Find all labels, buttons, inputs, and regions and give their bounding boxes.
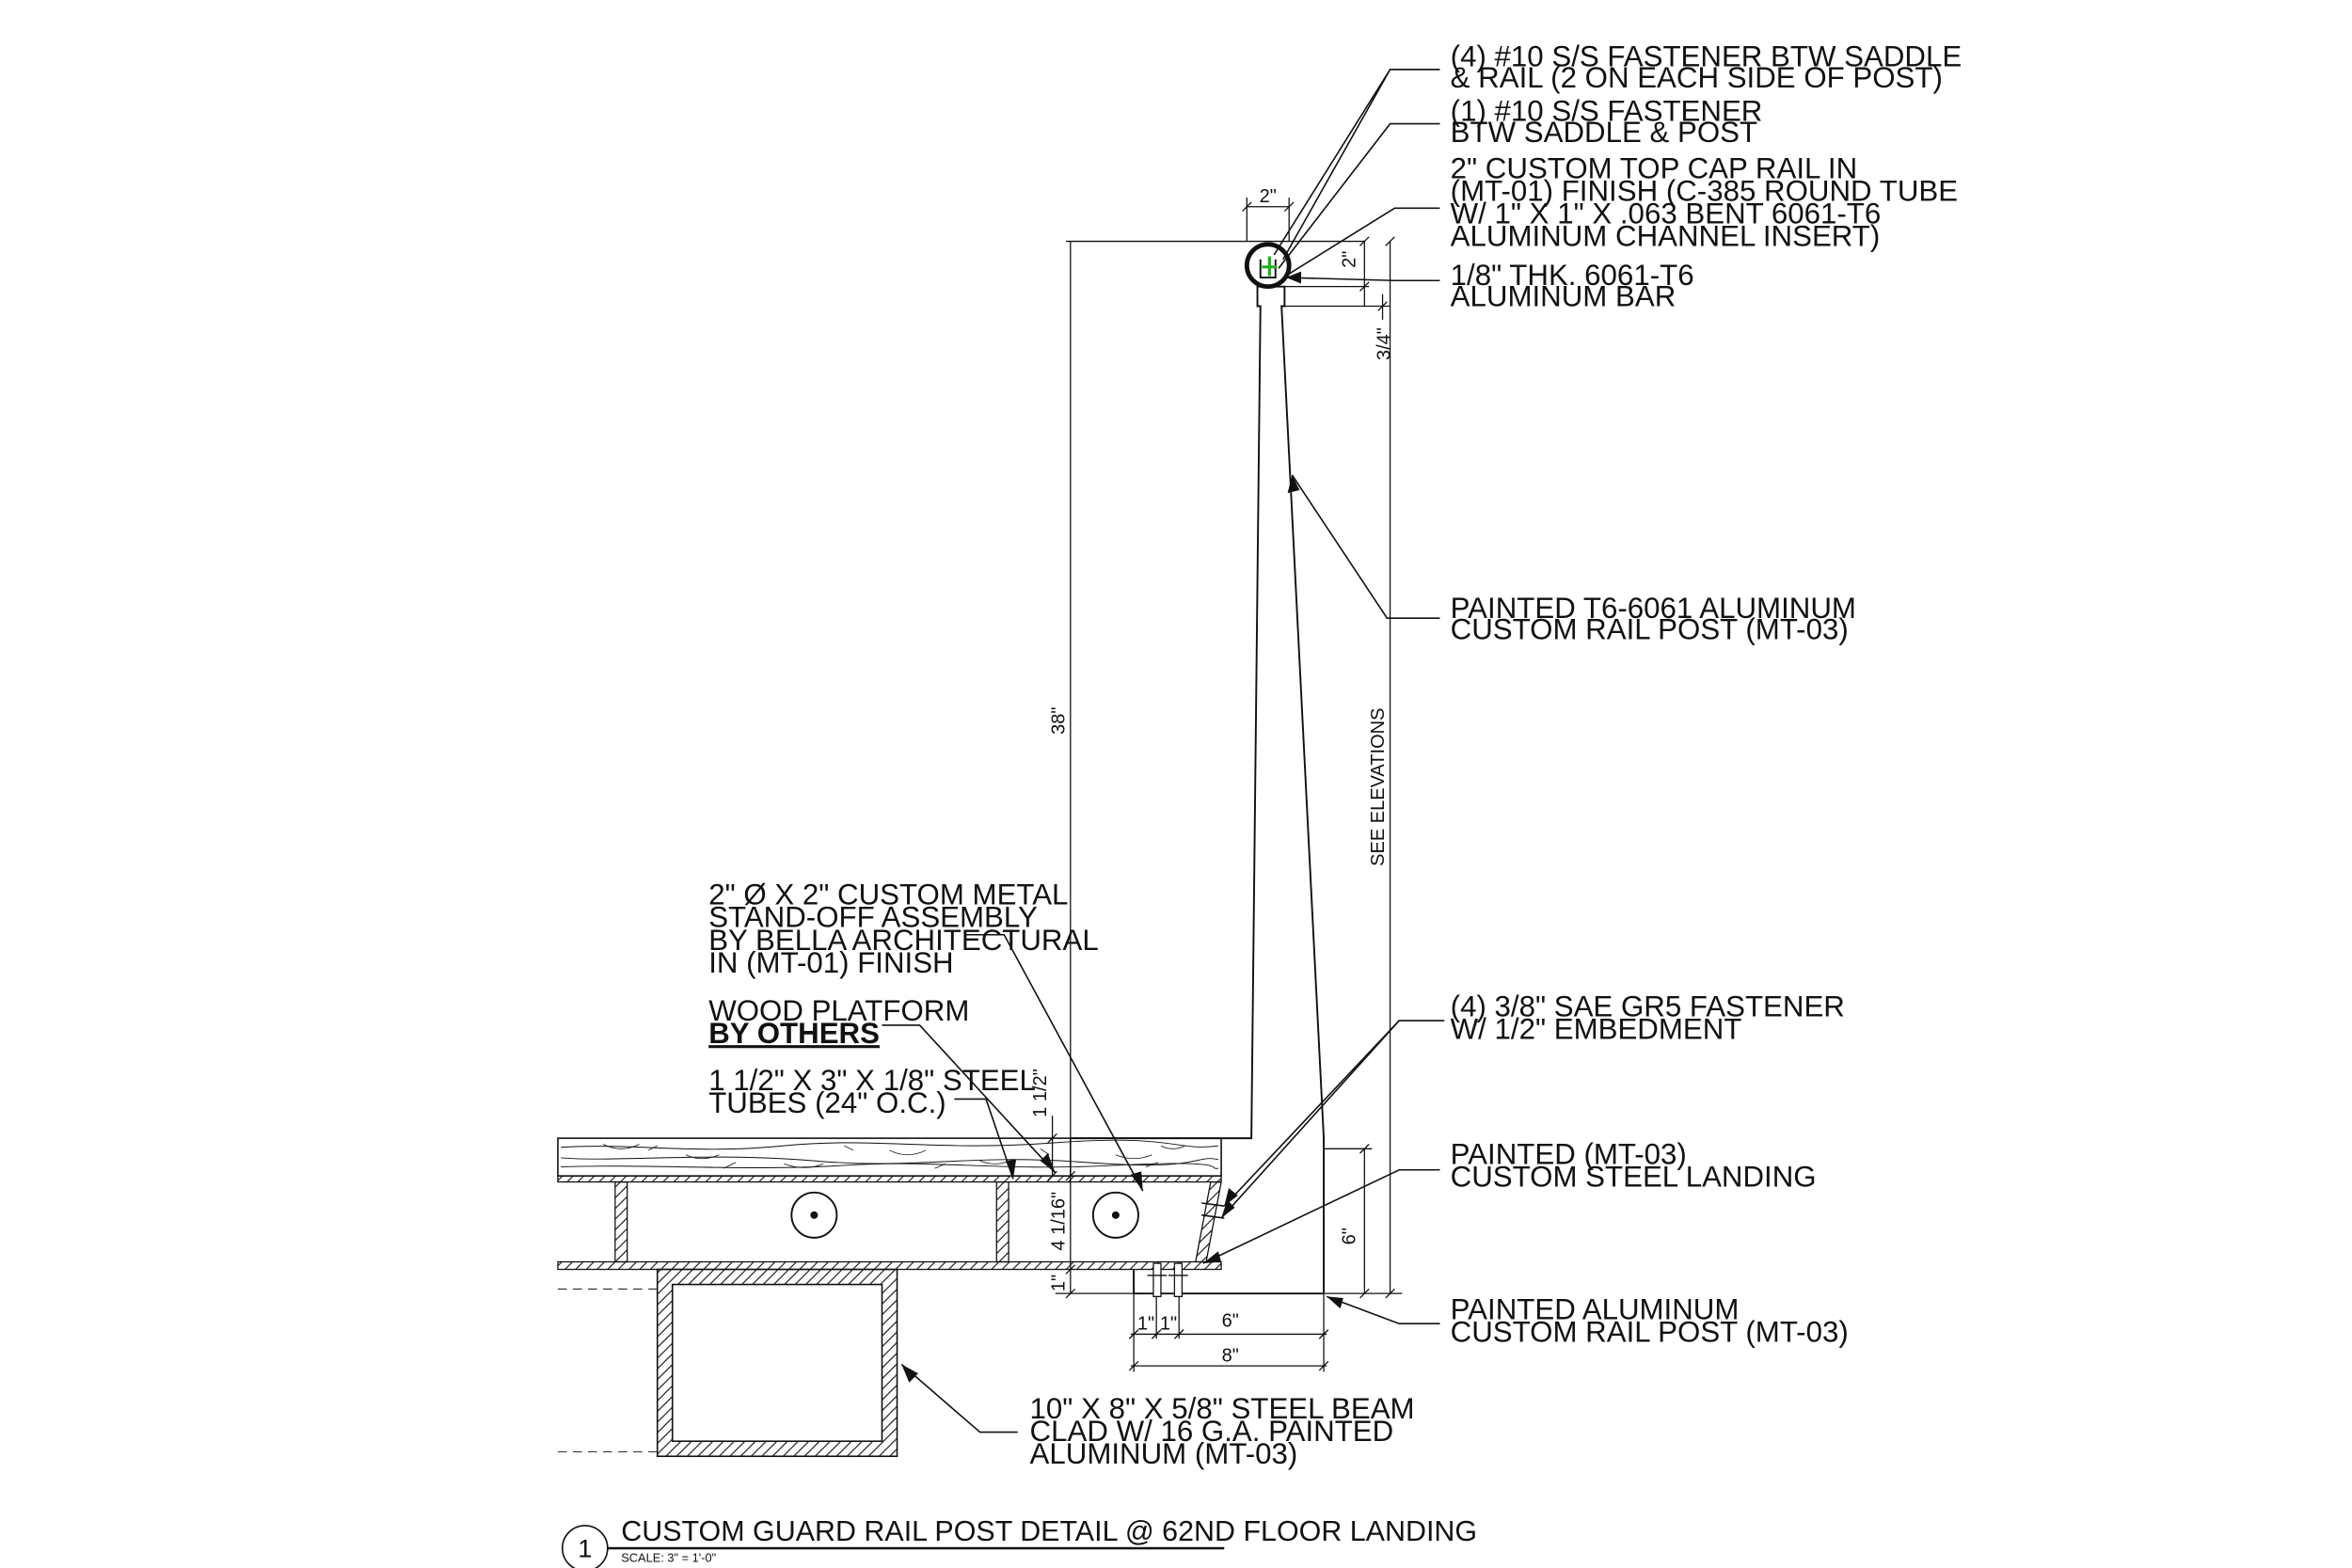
by-others-label: BY OTHERS — [708, 1017, 880, 1050]
callout-sae-fastener: (4) 3/8" SAE GR5 FASTENER W/ 1/2" EMBEDM… — [1451, 990, 1845, 1045]
callout-wood-platform: WOOD PLATFORM BY OTHERS — [708, 994, 969, 1050]
dim-tube-depth: 4 1/16" — [1048, 1192, 1069, 1251]
leader-lines — [882, 69, 1445, 1433]
callout-top-cap: 2" CUSTOM TOP CAP RAIL IN (MT-01) FINISH… — [1451, 151, 1958, 252]
standoff-left — [790, 1191, 838, 1239]
callout-alum-bar: 1/8" THK. 6061-T6 ALUMINUM BAR — [1451, 259, 1694, 312]
callout-steel-tubes: 1 1/2" X 3" X 1/8" STEEL TUBES (24" O.C.… — [708, 1064, 1036, 1119]
wood-platform — [557, 1137, 1222, 1177]
svg-text:(1) #10 S/S FASTENER: (1) #10 S/S FASTENER — [1451, 94, 1763, 127]
dim-cap-width: 2" — [1260, 186, 1277, 207]
svg-text:(MT-01) FINISH (C-385 ROUND TU: (MT-01) FINISH (C-385 ROUND TUBE — [1451, 174, 1958, 207]
dim-base-8: 8" — [1222, 1345, 1239, 1366]
svg-text:ALUMINUM (MT-03): ALUMINUM (MT-03) — [1030, 1437, 1298, 1470]
svg-text:2" Ø X 2" CUSTOM METAL: 2" Ø X 2" CUSTOM METAL — [708, 879, 1068, 911]
svg-text:ALUMINUM CHANNEL INSERT): ALUMINUM CHANNEL INSERT) — [1451, 219, 1881, 252]
svg-text:TUBES (24" O.C.): TUBES (24" O.C.) — [708, 1086, 946, 1119]
dim-cap-height: 2" — [1340, 251, 1360, 268]
svg-text:BTW SADDLE & POST: BTW SADDLE & POST — [1451, 116, 1757, 149]
callout-steel-beam: 10" X 8" X 5/8" STEEL BEAM CLAD W/ 16 G.… — [1030, 1392, 1415, 1470]
dim-see-elevations: SEE ELEVATIONS — [1368, 708, 1389, 866]
detail-scale: SCALE: 3" = 1'-0" — [621, 1550, 716, 1564]
svg-text:(4) 3/8" SAE GR5 FASTENER: (4) 3/8" SAE GR5 FASTENER — [1451, 990, 1845, 1022]
dim-bolt-1: 1" — [1137, 1314, 1154, 1335]
svg-text:CUSTOM RAIL POST (MT-03): CUSTOM RAIL POST (MT-03) — [1451, 613, 1849, 646]
svg-text:1 1/2" X 3" X 1/8" STEEL: 1 1/2" X 3" X 1/8" STEEL — [708, 1064, 1036, 1097]
svg-text:CUSTOM RAIL POST (MT-03): CUSTOM RAIL POST (MT-03) — [1451, 1315, 1849, 1348]
callout-standoff: 2" Ø X 2" CUSTOM METAL STAND-OFF ASSEMBL… — [708, 879, 1099, 979]
dim-base-height: 6" — [1340, 1227, 1360, 1244]
anchor-bolts — [1147, 1202, 1225, 1298]
callout-alum-post: PAINTED ALUMINUM CUSTOM RAIL POST (MT-03… — [1451, 1292, 1849, 1348]
dim-bolt-2: 1" — [1160, 1314, 1177, 1335]
leader-arrowheads — [901, 271, 1343, 1383]
callout-top-fasteners: (4) #10 S/S FASTENER BTW SADDLE & RAIL (… — [1451, 40, 1963, 94]
svg-text:WOOD PLATFORM: WOOD PLATFORM — [708, 994, 969, 1027]
steel-landing — [557, 1175, 1222, 1452]
svg-text:W/ 1/2" EMBEDMENT: W/ 1/2" EMBEDMENT — [1451, 1012, 1742, 1045]
dim-platform-thk: 1 1/2" — [1030, 1069, 1051, 1117]
dim-landing-gap: 1" — [1048, 1275, 1069, 1291]
dimension-lines — [1047, 198, 1403, 1372]
svg-text:& RAIL (2 ON EACH SIDE OF POST: & RAIL (2 ON EACH SIDE OF POST) — [1451, 61, 1943, 94]
dimension-labels: 2" 2" 3/4" 38" SEE ELEVATIONS 1 1/2" 4 1… — [1030, 186, 1394, 1366]
dim-cap-offset: 3/4" — [1375, 327, 1395, 360]
svg-text:CUSTOM STEEL LANDING: CUSTOM STEEL LANDING — [1451, 1160, 1817, 1193]
svg-text:ALUMINUM BAR: ALUMINUM BAR — [1451, 279, 1677, 312]
standoff-right — [1091, 1191, 1139, 1239]
svg-text:1/8" THK. 6061-T6: 1/8" THK. 6061-T6 — [1451, 259, 1694, 292]
top-cap-rail — [1244, 242, 1292, 290]
svg-text:CLAD W/ 16 G.A. PAINTED: CLAD W/ 16 G.A. PAINTED — [1030, 1415, 1394, 1448]
title-block: 1 CUSTOM GUARD RAIL POST DETAIL @ 62ND F… — [561, 1515, 1477, 1568]
svg-text:W/ 1" X 1" X .063 BENT 6061-T6: W/ 1" X 1" X .063 BENT 6061-T6 — [1451, 197, 1882, 230]
svg-text:PAINTED ALUMINUM: PAINTED ALUMINUM — [1451, 1292, 1740, 1325]
svg-text:10" X 8" X 5/8" STEEL BEAM: 10" X 8" X 5/8" STEEL BEAM — [1030, 1392, 1415, 1425]
dim-rail-height: 38" — [1048, 707, 1069, 735]
callout-rail-post: PAINTED T6-6061 ALUMINUM CUSTOM RAIL POS… — [1451, 592, 1856, 645]
steel-beam — [656, 1268, 898, 1458]
callout-saddle-fastener: (1) #10 S/S FASTENER BTW SADDLE & POST — [1451, 94, 1763, 148]
rail-post — [1070, 285, 1326, 1295]
svg-text:PAINTED (MT-03): PAINTED (MT-03) — [1451, 1137, 1687, 1170]
svg-text:IN (MT-01) FINISH: IN (MT-01) FINISH — [708, 946, 953, 979]
detail-title: CUSTOM GUARD RAIL POST DETAIL @ 62ND FLO… — [621, 1515, 1477, 1547]
svg-text:BY BELLA ARCHITECTURAL: BY BELLA ARCHITECTURAL — [708, 924, 1099, 957]
svg-text:STAND-OFF ASSEMBLY: STAND-OFF ASSEMBLY — [708, 901, 1038, 934]
detail-number: 1 — [578, 1534, 592, 1563]
svg-text:(4) #10 S/S FASTENER BTW SADDL: (4) #10 S/S FASTENER BTW SADDLE — [1451, 40, 1963, 73]
callout-steel-landing: PAINTED (MT-03) CUSTOM STEEL LANDING — [1451, 1137, 1817, 1193]
svg-text:PAINTED T6-6061 ALUMINUM: PAINTED T6-6061 ALUMINUM — [1451, 592, 1856, 625]
svg-text:2" CUSTOM TOP CAP RAIL IN: 2" CUSTOM TOP CAP RAIL IN — [1451, 151, 1858, 184]
dim-base-6: 6" — [1222, 1310, 1239, 1331]
